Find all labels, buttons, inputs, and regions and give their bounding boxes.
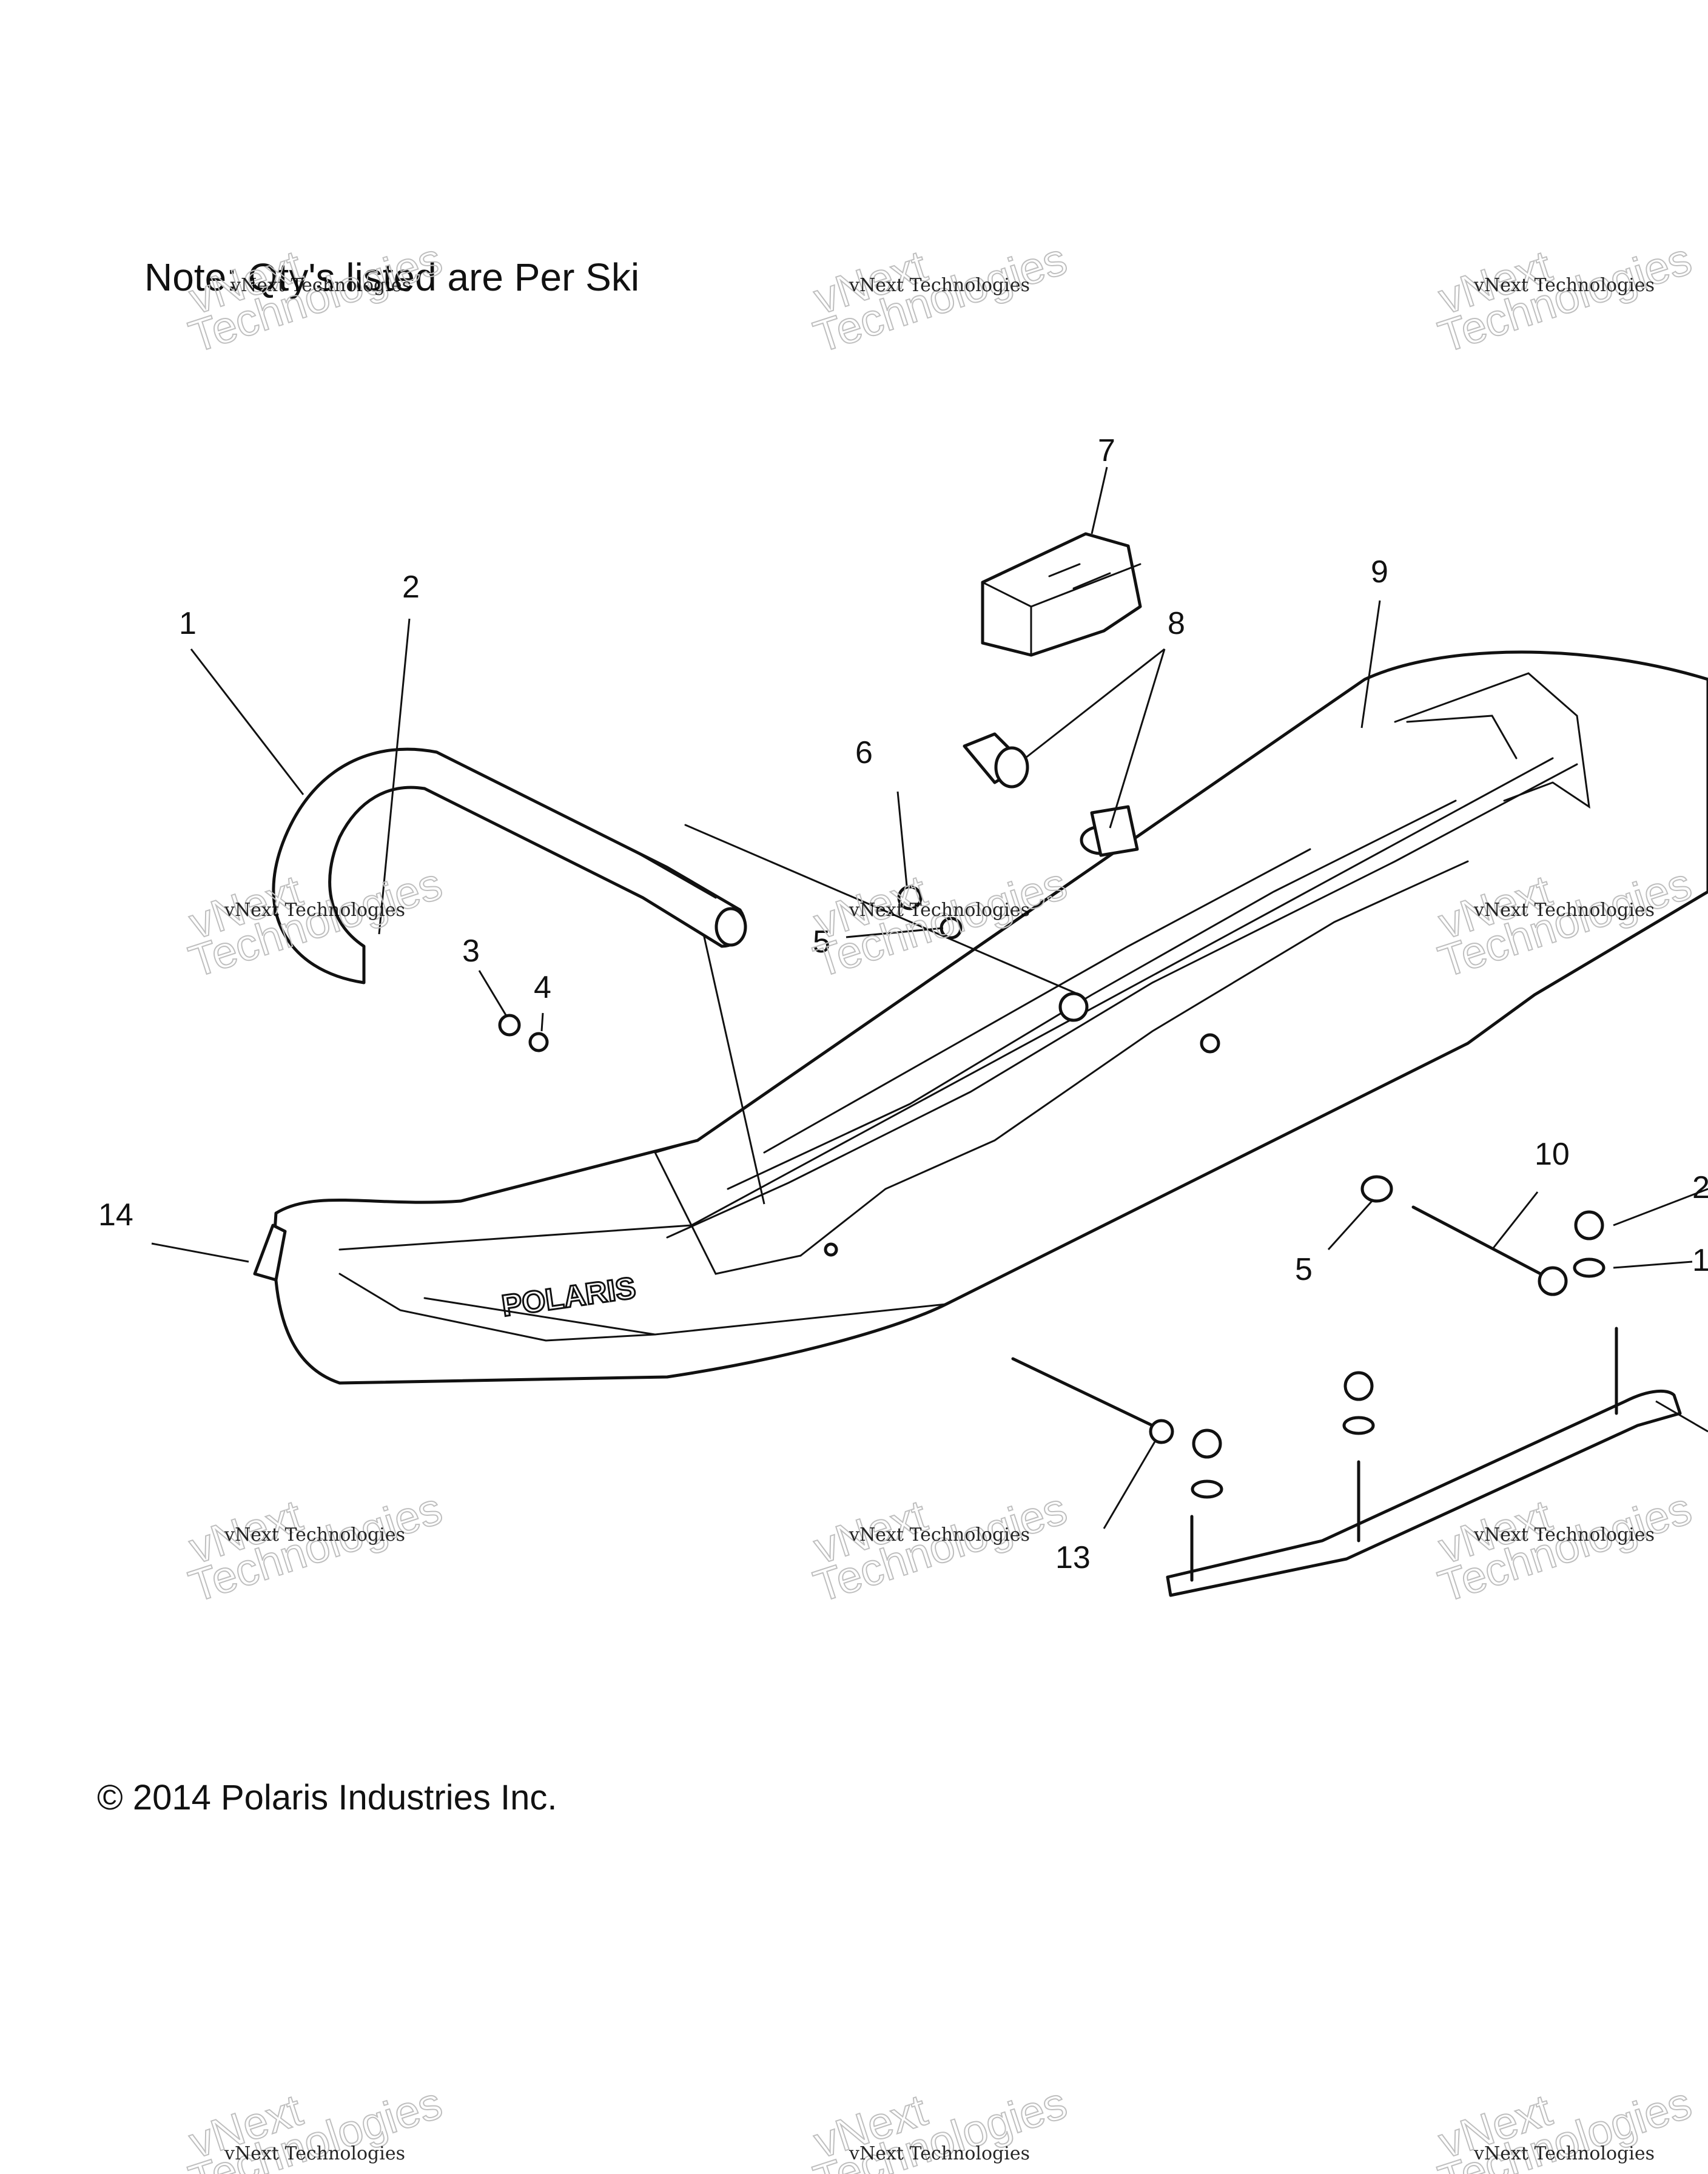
callout-9: 9 — [1371, 554, 1388, 590]
watermark-10-small: vNext Technologies — [224, 2143, 405, 2164]
watermark-5-small: vNext Technologies — [849, 900, 1030, 921]
bolt-13 — [1011, 1357, 1174, 1444]
note-text: Note: Qty's listed are Per Ski — [144, 255, 640, 299]
callout-11: 1 — [1692, 1243, 1708, 1278]
callout-1: 1 — [179, 606, 197, 641]
callout-4: 4 — [534, 970, 551, 1005]
callout-3: 3 — [462, 934, 480, 969]
washer-4 — [528, 1032, 549, 1052]
copyright-text: © 2014 Polaris Industries Inc. — [97, 1778, 557, 1817]
leader-lines — [151, 466, 1708, 1529]
callout-6: 6 — [855, 735, 873, 770]
nut-6 — [897, 885, 923, 910]
watermark-1-small: vNext Technologies — [230, 275, 411, 296]
washer-lower-2 — [1342, 1416, 1375, 1435]
plug-14 — [253, 1223, 287, 1282]
callout-14: 14 — [98, 1197, 133, 1233]
callout-7: 7 — [1098, 433, 1115, 468]
bolt-10 — [1411, 1205, 1568, 1296]
watermark-2-small: vNext Technologies — [849, 275, 1030, 296]
bushing-top — [963, 732, 1029, 789]
watermark-8-small: vNext Technologies — [849, 1524, 1030, 1546]
watermark-11-small: vNext Technologies — [849, 2143, 1030, 2164]
ski-body: POLARIS — [273, 650, 1708, 1385]
callout-5a: 5 — [813, 924, 830, 960]
watermark-12-small: vNext Technologies — [1473, 2143, 1655, 2164]
washer-lower-1 — [1191, 1479, 1223, 1499]
callout-12: 2 — [1692, 1170, 1708, 1205]
bushing-bottom — [1080, 805, 1139, 857]
watermark-9-small: vNext Technologies — [1473, 1524, 1655, 1546]
watermark-7-small: vNext Technologies — [224, 1524, 405, 1546]
washer-right — [1573, 1257, 1605, 1278]
watermark-4-small: vNext Technologies — [224, 900, 405, 921]
callout-8: 8 — [1168, 606, 1185, 641]
callouts: 1 2 3 4 5 5 6 7 8 9 10 1 2 13 14 — [98, 433, 1708, 1575]
washer-5-right — [1360, 1175, 1393, 1203]
nut-lower-2 — [1343, 1371, 1374, 1401]
callout-5b: 5 — [1295, 1252, 1313, 1287]
watermark-3-small: vNext Technologies — [1473, 275, 1655, 296]
callout-13: 13 — [1055, 1540, 1091, 1575]
nut-3 — [498, 1014, 521, 1037]
nut-right — [1574, 1210, 1604, 1240]
saddle-block — [981, 532, 1142, 657]
nut-lower-1 — [1192, 1429, 1222, 1459]
wear-bar — [1166, 1327, 1682, 1597]
watermark-6-small: vNext Technologies — [1473, 900, 1655, 921]
callout-10: 10 — [1535, 1137, 1570, 1172]
callout-2: 2 — [402, 570, 420, 605]
loop-handle — [272, 747, 747, 984]
